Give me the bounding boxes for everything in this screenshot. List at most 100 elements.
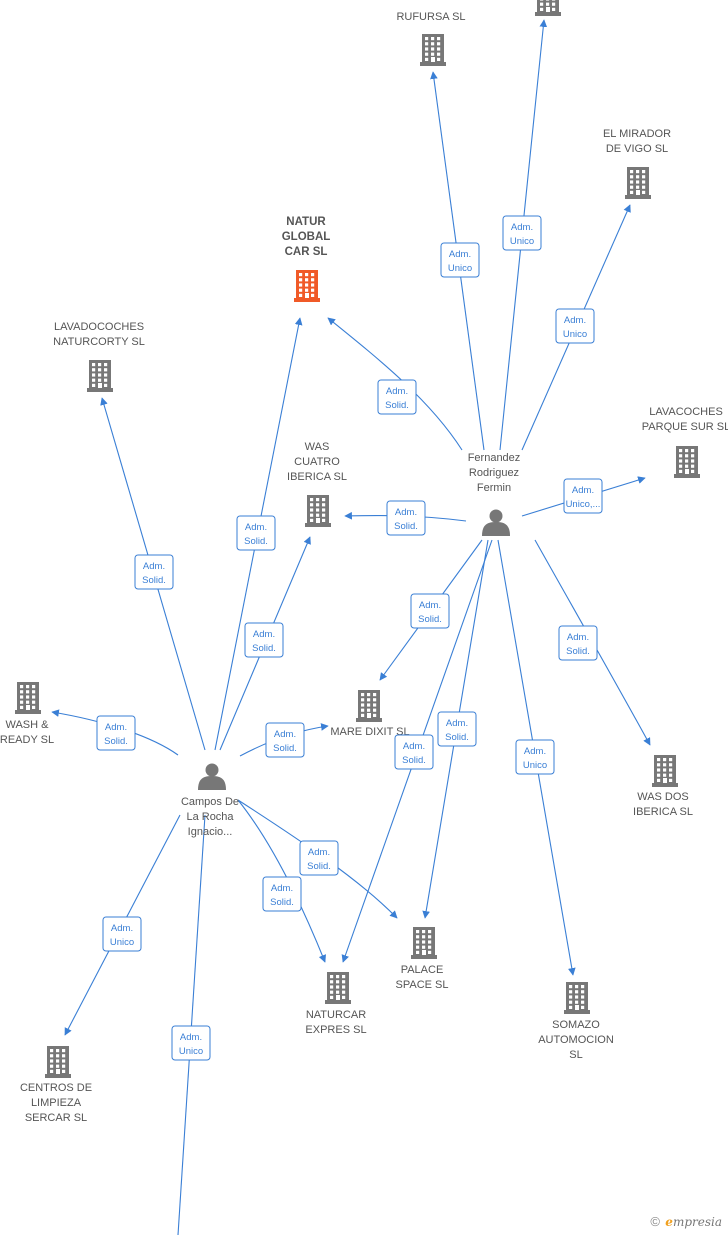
relation-text-r2-1: Adm. bbox=[511, 222, 533, 233]
was-cuatro-label-line-1: WAS bbox=[305, 441, 330, 453]
relation-text-r10-1: Adm. bbox=[567, 632, 589, 643]
was-dos-label-line-1: WAS DOS bbox=[637, 791, 689, 803]
campos-person-icon[interactable] bbox=[198, 763, 226, 791]
relation-text-r12-1: Adm. bbox=[245, 522, 267, 533]
somazo-label-line-3: SL bbox=[569, 1049, 582, 1061]
natur-global-label-line-2: GLOBAL bbox=[282, 231, 331, 243]
somazo-building-icon[interactable] bbox=[564, 982, 590, 1014]
relation-text-r8-1: Adm. bbox=[403, 741, 425, 752]
empresia-brand[interactable]: © empresia bbox=[650, 1214, 722, 1229]
relation-badge-r12[interactable]: Adm. Solid. bbox=[236, 515, 276, 551]
relation-text-r19-2: Unico bbox=[110, 937, 134, 948]
relation-text-r4-1: Adm. bbox=[386, 386, 408, 397]
relation-text-r18-2: Solid. bbox=[270, 897, 294, 908]
fernandez-label-line-1: Fernandez bbox=[468, 452, 521, 464]
relation-text-r12-2: Solid. bbox=[244, 536, 268, 547]
centros-label-line-1: CENTROS DE bbox=[20, 1082, 92, 1094]
relation-badge-r7[interactable]: Adm. Solid. bbox=[410, 593, 450, 629]
relation-text-r16-1: Adm. bbox=[274, 729, 296, 740]
relation-badge-r10[interactable]: Adm. Solid. bbox=[558, 625, 598, 661]
naturcar-expres-building-icon[interactable] bbox=[325, 972, 351, 1004]
lavacoches-parque-building-icon[interactable] bbox=[674, 446, 700, 478]
palace-space-label-line-2: SPACE SL bbox=[396, 979, 449, 991]
lavadocoches-label-line-2: NATURCORTY SL bbox=[53, 336, 145, 348]
palace-space-building-icon[interactable] bbox=[411, 927, 437, 959]
relation-badge-r11[interactable]: Adm.Unico bbox=[515, 739, 555, 775]
campos-label-line-1: Campos De bbox=[181, 796, 239, 808]
el-mirador-building-icon[interactable] bbox=[625, 167, 651, 199]
relation-text-r5-2: Unico,... bbox=[566, 499, 601, 510]
brand-name: mpresia bbox=[672, 1215, 722, 1229]
relation-text-r20-1: Adm. bbox=[180, 1032, 202, 1043]
was-cuatro-building-icon[interactable] bbox=[305, 495, 331, 527]
relation-labels-layer: Adm.UnicoAdm.UnicoAdm.UnicoAdm.Solid.Adm… bbox=[96, 215, 603, 1061]
relation-text-r11-2: Unico bbox=[523, 760, 547, 771]
relation-badge-r17[interactable]: Adm.Solid. bbox=[299, 840, 339, 876]
el-mirador-label-line-1: EL MIRADOR bbox=[603, 128, 671, 140]
was-dos-building-icon[interactable] bbox=[652, 755, 678, 787]
brand-logo-letter: e bbox=[665, 1215, 673, 1229]
relation-text-r1-2: Unico bbox=[448, 263, 472, 274]
relation-badge-r14[interactable]: Adm.Solid. bbox=[244, 622, 284, 658]
relation-badge-r19[interactable]: Adm. Unico bbox=[102, 916, 142, 952]
relation-text-r17-2: Solid. bbox=[307, 861, 331, 872]
relation-badge-r15[interactable]: Adm. Solid. bbox=[96, 715, 136, 751]
relation-text-r20-2: Unico bbox=[179, 1046, 203, 1057]
rufursa-label-line-1: RUFURSA SL bbox=[396, 11, 465, 23]
relation-badge-r8[interactable]: Adm.Solid. bbox=[394, 734, 434, 770]
relation-text-r15-1: Adm. bbox=[105, 722, 127, 733]
lavacoches-parque-label-line-1: LAVACOCHES bbox=[649, 406, 723, 418]
relation-text-r10-2: Solid. bbox=[566, 646, 590, 657]
somazo-label-line-2: AUTOMOCION bbox=[538, 1034, 614, 1046]
natur-global-building-icon[interactable] bbox=[294, 270, 320, 302]
relation-text-r16-2: Solid. bbox=[273, 743, 297, 754]
relation-text-r1-1: Adm. bbox=[449, 249, 471, 260]
was-dos-label-line-2: IBERICA SL bbox=[633, 806, 693, 818]
relation-text-r2-2: Unico bbox=[510, 236, 534, 247]
relation-text-r9-2: Solid. bbox=[445, 732, 469, 743]
top-partial-building-icon[interactable] bbox=[535, 0, 561, 16]
relation-badge-r20[interactable]: Adm. Unico bbox=[171, 1025, 211, 1061]
copyright-symbol: © bbox=[650, 1214, 660, 1229]
relation-text-r14-1: Adm. bbox=[253, 629, 275, 640]
relation-badge-r13[interactable]: Adm.Solid. bbox=[134, 554, 174, 590]
relation-badge-r6[interactable]: Adm. Solid. bbox=[386, 500, 426, 536]
relation-badge-r18[interactable]: Adm.Solid. bbox=[262, 876, 302, 912]
relation-text-r6-2: Solid. bbox=[394, 521, 418, 532]
rufursa-building-icon[interactable] bbox=[420, 34, 446, 66]
wash-ready-label-line-2: READY SL bbox=[0, 734, 54, 746]
lavacoches-parque-label-line-2: PARQUE SUR SL bbox=[642, 421, 728, 433]
relation-text-r5-1: Adm. bbox=[572, 485, 594, 496]
relation-badge-r9[interactable]: Adm.Solid. bbox=[437, 711, 477, 747]
wash-ready-building-icon[interactable] bbox=[15, 682, 41, 714]
relation-text-r6-1: Adm. bbox=[395, 507, 417, 518]
mare-dixit-label-line-1: MARE DIXIT SL bbox=[330, 726, 409, 738]
relation-badge-r3[interactable]: Adm. Unico bbox=[555, 308, 595, 344]
fernandez-person-icon[interactable] bbox=[482, 509, 510, 537]
relation-text-r7-2: Solid. bbox=[418, 614, 442, 625]
relation-badge-r4[interactable]: Adm. Solid. bbox=[377, 379, 417, 415]
relation-text-r7-1: Adm. bbox=[419, 600, 441, 611]
somazo-label-line-1: SOMAZO bbox=[552, 1019, 600, 1031]
relation-badge-r16[interactable]: Adm. Solid. bbox=[265, 722, 305, 758]
relation-text-r4-2: Solid. bbox=[385, 400, 409, 411]
was-cuatro-label-line-3: IBERICA SL bbox=[287, 471, 347, 483]
natur-global-label-line-1: NATUR bbox=[286, 216, 326, 228]
relation-badge-r2[interactable]: Adm. Unico bbox=[502, 215, 542, 251]
relation-text-r19-1: Adm. bbox=[111, 923, 133, 934]
relation-text-r3-1: Adm. bbox=[564, 315, 586, 326]
campos-label-line-3: Ignacio... bbox=[188, 826, 233, 838]
lavadocoches-building-icon[interactable] bbox=[87, 360, 113, 392]
mare-dixit-building-icon[interactable] bbox=[356, 690, 382, 722]
fernandez-label-line-2: Rodriguez bbox=[469, 467, 519, 479]
natur-global-label-line-3: CAR SL bbox=[285, 246, 328, 258]
centros-building-icon[interactable] bbox=[45, 1046, 71, 1078]
palace-space-label-line-1: PALACE bbox=[401, 964, 444, 976]
relation-text-r15-2: Solid. bbox=[104, 736, 128, 747]
fernandez-label-line-3: Fermin bbox=[477, 482, 511, 494]
relation-badge-r1[interactable]: Adm. Unico bbox=[440, 242, 480, 278]
relation-text-r3-2: Unico bbox=[563, 329, 587, 340]
relation-badge-r5[interactable]: Adm. Unico,... bbox=[563, 478, 603, 514]
